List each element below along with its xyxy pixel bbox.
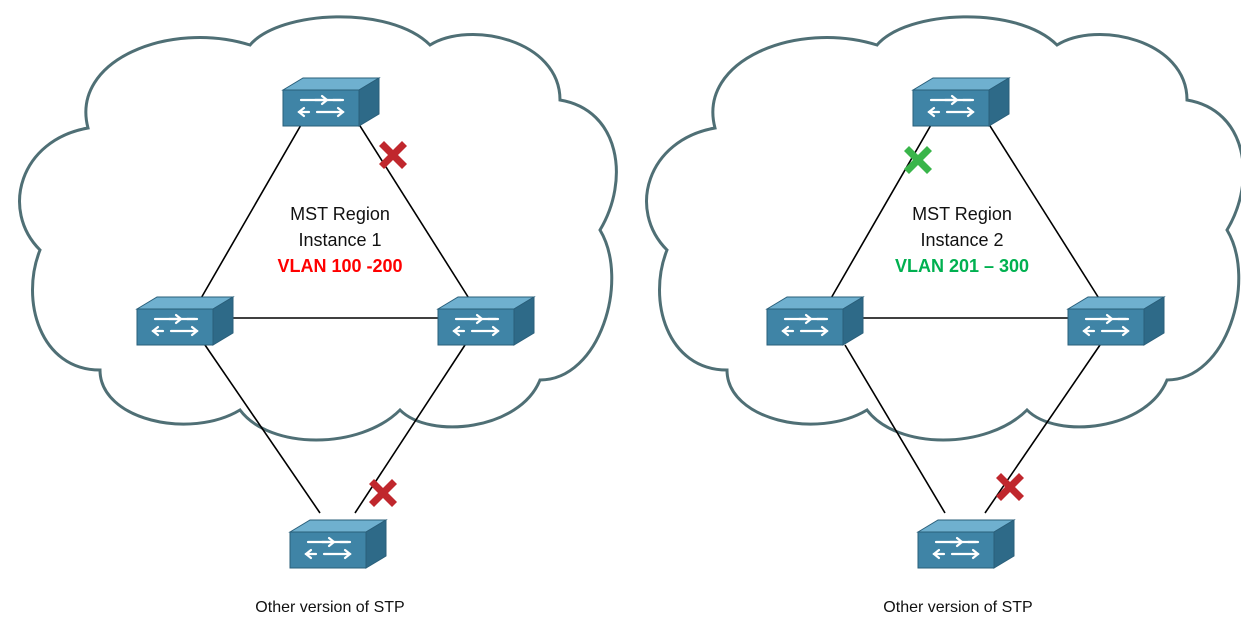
right-footer-label: Other version of STP <box>883 599 1032 616</box>
left-bottom-switch-icon <box>288 518 388 570</box>
right-diagram: MST Region Instance 2 VLAN 201 – 300 Oth… <box>645 15 1241 616</box>
right-links <box>829 117 1101 514</box>
right-top-switch-icon <box>911 76 1011 128</box>
left-vlan-label: VLAN 100 -200 <box>277 256 402 276</box>
right-right-switch-icon <box>1066 295 1166 347</box>
right-bottom-switch-icon <box>916 518 1016 570</box>
right-left-switch-icon <box>765 295 865 347</box>
left-instance-label: Instance 1 <box>298 230 381 250</box>
left-cloud <box>18 15 618 442</box>
left-top-blocked-port-x-icon <box>379 141 407 169</box>
left-footer-label: Other version of STP <box>255 599 404 616</box>
right-cloud <box>645 15 1241 442</box>
left-bottom-blocked-port-x-icon <box>369 479 397 507</box>
left-diagram: MST Region Instance 1 VLAN 100 -200 Othe… <box>18 15 618 616</box>
left-left-switch-icon <box>135 295 235 347</box>
right-vlan-label: VLAN 201 – 300 <box>895 256 1029 276</box>
right-instance-label: Instance 2 <box>920 230 1003 250</box>
left-region-label: MST Region <box>290 204 390 224</box>
left-top-switch-icon <box>281 76 381 128</box>
right-top-forwarding-port-x-icon <box>904 146 932 174</box>
right-region-label: MST Region <box>912 204 1012 224</box>
left-links <box>199 117 471 514</box>
left-right-switch-icon <box>436 295 536 347</box>
